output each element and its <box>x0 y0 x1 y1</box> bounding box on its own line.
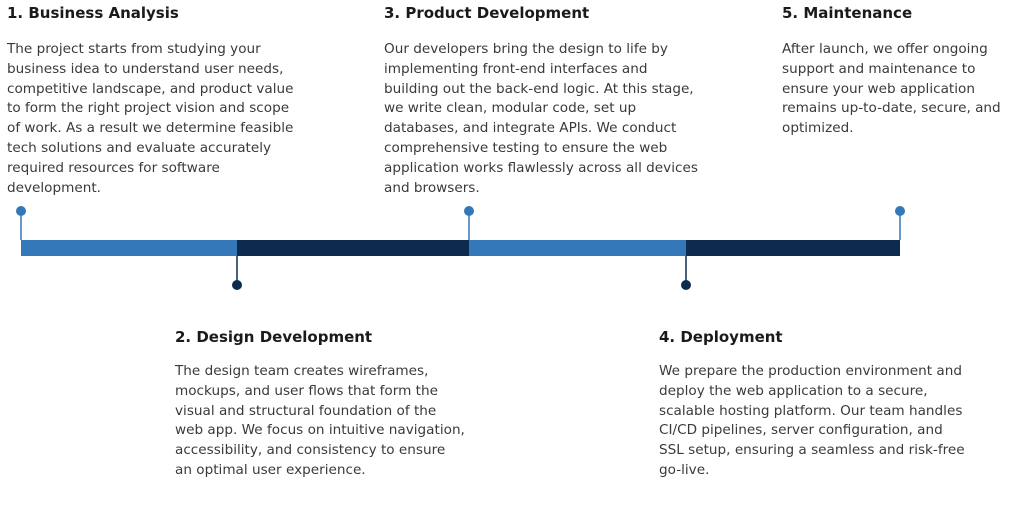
timeline-segment-1 <box>21 240 237 256</box>
timeline-segment-3 <box>469 240 686 256</box>
milestone-5-dot <box>895 206 905 216</box>
milestone-3-dot <box>464 206 474 216</box>
step-title: 1. Business Analysis <box>7 4 179 22</box>
milestone-1-dot <box>16 206 26 216</box>
step-description: We prepare the production environment an… <box>659 363 965 478</box>
step-deployment: 4. Deployment We prepare the production … <box>659 327 969 481</box>
timeline-segment-4 <box>686 240 900 256</box>
milestone-2-dot <box>232 280 242 290</box>
step-title: 4. Deployment <box>659 328 783 346</box>
step-title: 3. Product Development <box>384 4 590 22</box>
step-description: After launch, we offer ongoing support a… <box>782 41 1001 137</box>
timeline-segment-2 <box>237 240 469 256</box>
step-description: The project starts from studying your bu… <box>7 41 294 196</box>
step-product-development: 3. Product Development Our developers br… <box>384 3 704 198</box>
step-description: Our developers bring the design to life … <box>384 41 698 196</box>
step-title: 2. Design Development <box>175 328 373 346</box>
step-business-analysis: 1. Business Analysis The project starts … <box>7 3 299 198</box>
step-title: 5. Maintenance <box>782 4 913 22</box>
step-design-development: 2. Design Development The design team cr… <box>175 327 465 481</box>
milestone-4-dot <box>681 280 691 290</box>
step-description: The design team creates wireframes, mock… <box>175 363 465 478</box>
step-maintenance: 5. Maintenance After launch, we offer on… <box>782 3 1020 139</box>
